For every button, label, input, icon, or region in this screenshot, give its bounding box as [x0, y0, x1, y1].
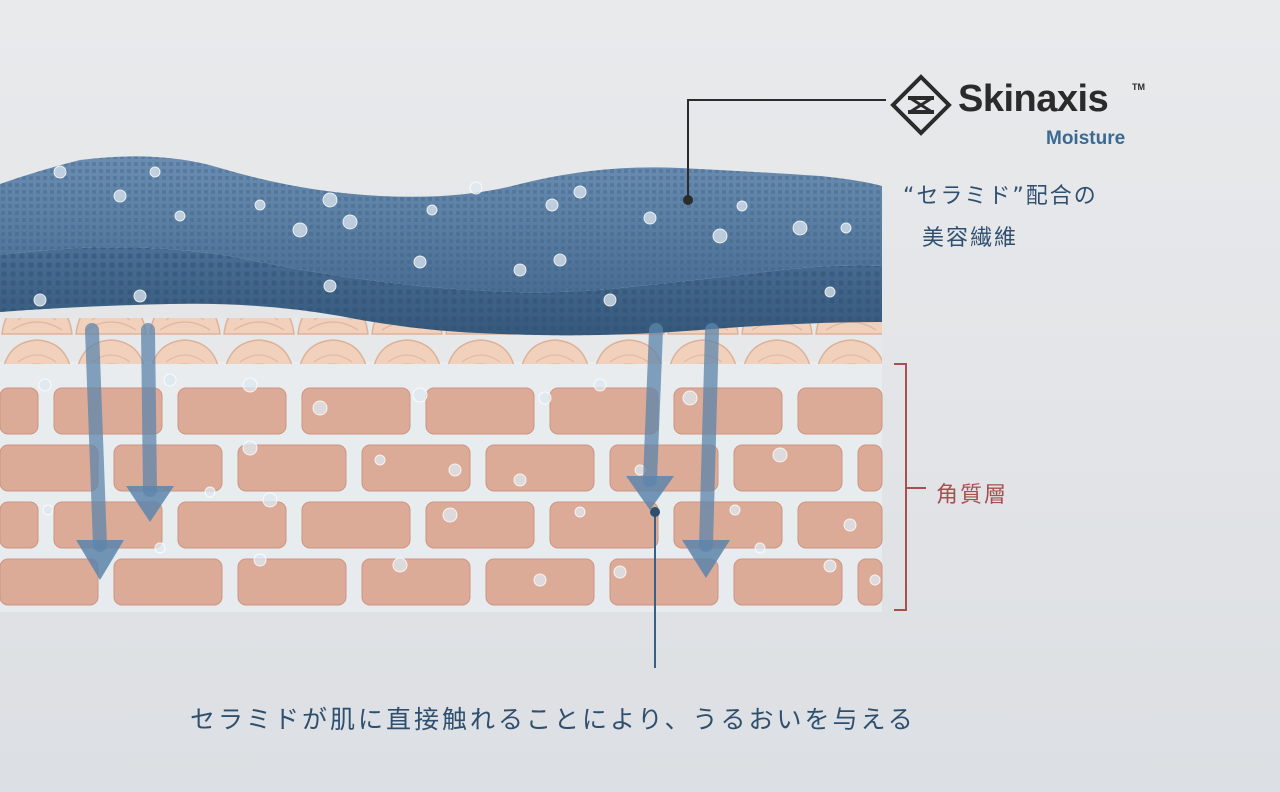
water-droplet — [149, 166, 161, 178]
brick-cells — [0, 387, 883, 606]
water-droplet — [163, 373, 177, 387]
brick-cell — [0, 501, 39, 549]
brand-leader-line — [687, 99, 886, 200]
brick-cell — [797, 387, 883, 435]
caption-leader-dot — [650, 507, 660, 517]
water-droplet — [174, 210, 186, 222]
brick-cell — [0, 387, 39, 435]
water-droplet — [843, 518, 857, 532]
water-droplet — [154, 542, 166, 554]
water-droplet — [824, 286, 836, 298]
water-droplet — [869, 574, 881, 586]
stratum-corneum-label: 角質層 — [936, 483, 1009, 508]
water-droplet — [242, 440, 258, 456]
water-droplet — [242, 377, 258, 393]
brick-cell — [549, 387, 659, 435]
water-droplet — [513, 263, 527, 277]
brick-cell — [0, 558, 99, 606]
brick-cell — [113, 444, 223, 492]
water-droplet — [643, 211, 657, 225]
brick-cell — [237, 558, 347, 606]
brick-cell — [549, 501, 659, 549]
water-droplet — [736, 200, 748, 212]
water-droplet — [33, 293, 47, 307]
water-droplet — [412, 387, 428, 403]
brick-cell — [361, 444, 471, 492]
water-droplet — [342, 214, 358, 230]
water-droplet — [840, 222, 852, 234]
brand-trademark: TM — [1132, 82, 1145, 92]
brick-cell — [425, 387, 535, 435]
brick-cell — [361, 558, 471, 606]
brick-cell — [113, 558, 223, 606]
water-droplet — [729, 504, 741, 516]
water-droplet — [682, 390, 698, 406]
water-droplet — [513, 473, 527, 487]
fiber-label-line1: “セラミド”配合の — [903, 184, 1098, 209]
moisture-droplets — [33, 165, 881, 587]
water-droplet — [292, 222, 308, 238]
brick-cell — [301, 501, 411, 549]
brand-leader-dot — [683, 195, 693, 205]
water-droplet — [469, 181, 483, 195]
water-droplet — [133, 289, 147, 303]
water-droplet — [392, 557, 408, 573]
water-droplet — [772, 447, 788, 463]
brick-cell — [425, 501, 535, 549]
water-droplet — [323, 279, 337, 293]
water-droplet — [533, 573, 547, 587]
brand-subtitle: Moisture — [1046, 128, 1126, 149]
water-droplet — [254, 199, 266, 211]
water-droplet — [374, 454, 386, 466]
water-droplet — [712, 228, 728, 244]
brick-cell — [485, 444, 595, 492]
brick-cell — [733, 444, 843, 492]
stratum-bracket — [894, 363, 907, 611]
brick-cell — [857, 444, 883, 492]
brick-cell — [609, 558, 719, 606]
brick-cell — [301, 387, 411, 435]
water-droplet — [322, 192, 338, 208]
brick-cell — [673, 387, 783, 435]
water-droplet — [448, 463, 462, 477]
water-droplet — [113, 189, 127, 203]
water-droplet — [262, 492, 278, 508]
diamond-logo-icon — [890, 74, 952, 136]
diagram-caption: セラミドが肌に直接触れることにより、うるおいを与える — [190, 705, 916, 734]
fiber-label-line2: 美容繊維 — [922, 226, 1019, 251]
water-droplet — [538, 391, 552, 405]
brand-logo: Skinaxis TM Moisture — [890, 72, 1150, 162]
water-droplet — [312, 400, 328, 416]
water-droplet — [38, 378, 52, 392]
water-droplet — [613, 565, 627, 579]
water-droplet — [442, 507, 458, 523]
water-droplet — [823, 559, 837, 573]
water-droplet — [413, 255, 427, 269]
water-droplet — [553, 253, 567, 267]
brick-cell — [177, 501, 287, 549]
water-droplet — [204, 486, 216, 498]
penetration-arrows — [85, 323, 719, 552]
water-droplet — [53, 165, 67, 179]
brick-cell — [733, 558, 843, 606]
water-droplet — [545, 198, 559, 212]
brick-cell — [177, 387, 287, 435]
brand-name: Skinaxis — [958, 78, 1109, 120]
water-droplet — [603, 293, 617, 307]
water-droplet — [574, 506, 586, 518]
brick-cell — [53, 387, 163, 435]
brick-cell — [237, 444, 347, 492]
brick-cell — [0, 444, 99, 492]
water-droplet — [253, 553, 267, 567]
water-droplet — [754, 542, 766, 554]
water-droplet — [42, 504, 54, 516]
water-droplet — [593, 378, 607, 392]
arrow-heads — [76, 476, 730, 580]
brick-cell — [797, 501, 883, 549]
water-droplet — [792, 220, 808, 236]
water-droplet — [573, 185, 587, 199]
water-droplet — [426, 204, 438, 216]
